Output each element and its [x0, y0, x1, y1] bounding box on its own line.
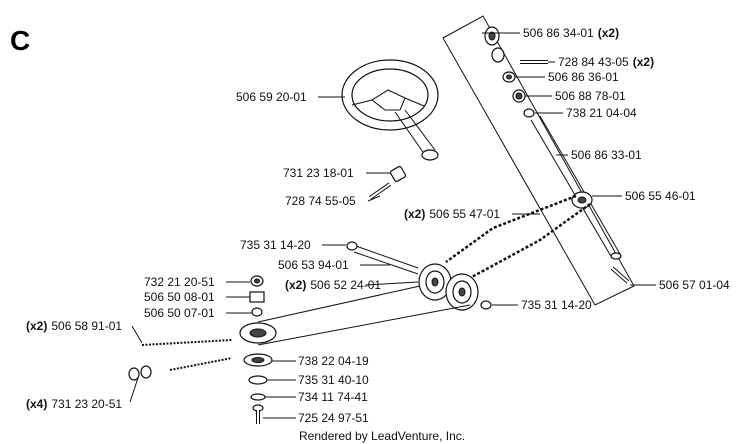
wheel-nut: [389, 165, 407, 183]
shaft-washer-lower: [480, 300, 492, 310]
pivot-hub: [239, 322, 277, 344]
label-728-74-55-05: 728 74 55-05: [285, 194, 356, 208]
pulley-shaft: [353, 245, 419, 275]
label-506-86-33-01: 506 86 33-01: [571, 148, 642, 162]
tie-rod-upper: [141, 339, 233, 346]
steering-wheel: [341, 59, 439, 161]
label-731-23-20-51: (x4)731 23 20-51: [26, 397, 122, 411]
column-top-cap: [484, 26, 505, 63]
label-731-23-18-01: 731 23 18-01: [283, 166, 354, 180]
label-506-59-20-01: 506 59 20-01: [236, 90, 307, 104]
pivot-bolt: [252, 404, 264, 424]
label-728-84-43-05: 728 84 43-05(x2): [558, 55, 654, 69]
shaft-washer-upper: [346, 241, 358, 251]
label-732-21-20-51: 732 21 20-51: [144, 275, 215, 289]
label-738-22-04-19: 738 22 04-19: [298, 354, 369, 368]
pulley-right: [445, 273, 479, 311]
pivot-clip: [248, 375, 268, 385]
roll-pin: [368, 182, 392, 200]
label-506-50-07-01: 506 50 07-01: [144, 306, 215, 320]
column-bushing: [502, 71, 516, 83]
pivot-bushing: [251, 307, 263, 317]
label-506-86-34-01: 506 86 34-01(x2): [523, 26, 619, 40]
pivot-bearing: [243, 353, 273, 367]
steering-sprocket: [571, 191, 593, 209]
column-bearing: [512, 89, 526, 103]
label-506-52-24-01: (x2)506 52 24-01: [285, 278, 381, 292]
label-506-58-91-01: (x2)506 58 91-01: [26, 319, 122, 333]
label-506-50-08-01: 506 50 08-01: [144, 290, 215, 304]
tie-rod-lower: [169, 357, 233, 371]
label-506-57-01-04: 506 57 01-04: [659, 278, 730, 292]
shaft-bolt: [610, 266, 630, 284]
pivot-nut: [250, 275, 264, 287]
steering-arm: [257, 285, 471, 346]
label-735-31-14-20-upper: 735 31 14-20: [240, 238, 311, 252]
footer-credit: Rendered by LeadVenture, Inc.: [299, 429, 465, 443]
section-letter: C: [10, 25, 30, 56]
part-labels: 506 59 20-01 506 86 34-01(x2) 728 84 43-…: [26, 26, 730, 425]
leader-lines: [129, 32, 656, 419]
label-506-88-78-01: 506 88 78-01: [555, 89, 626, 103]
label-506-53-94-01: 506 53 94-01: [278, 258, 349, 272]
column-collar: [523, 108, 535, 118]
pivot-washer: [250, 393, 266, 401]
column-panel-outline: [442, 15, 635, 306]
label-734-11-74-41: 734 11 74-41: [298, 390, 368, 404]
pulley-left: [418, 263, 452, 301]
label-725-24-97-51: 725 24 97-51: [298, 411, 369, 425]
steering-chain: [445, 194, 591, 280]
label-506-86-36-01: 506 86 36-01: [548, 70, 619, 84]
label-506-55-47-01: (x2)506 55 47-01: [404, 207, 500, 221]
label-735-31-40-10: 735 31 40-10: [298, 373, 369, 387]
steering-shaft: [530, 115, 622, 260]
label-738-21-04-04: 738 21 04-04: [566, 106, 637, 120]
label-735-31-14-20-lower: 735 31 14-20: [521, 298, 592, 312]
pivot-spacer: [249, 291, 265, 303]
tie-rod-nuts: [128, 365, 152, 381]
label-506-55-46-01: 506 55 46-01: [625, 189, 696, 203]
